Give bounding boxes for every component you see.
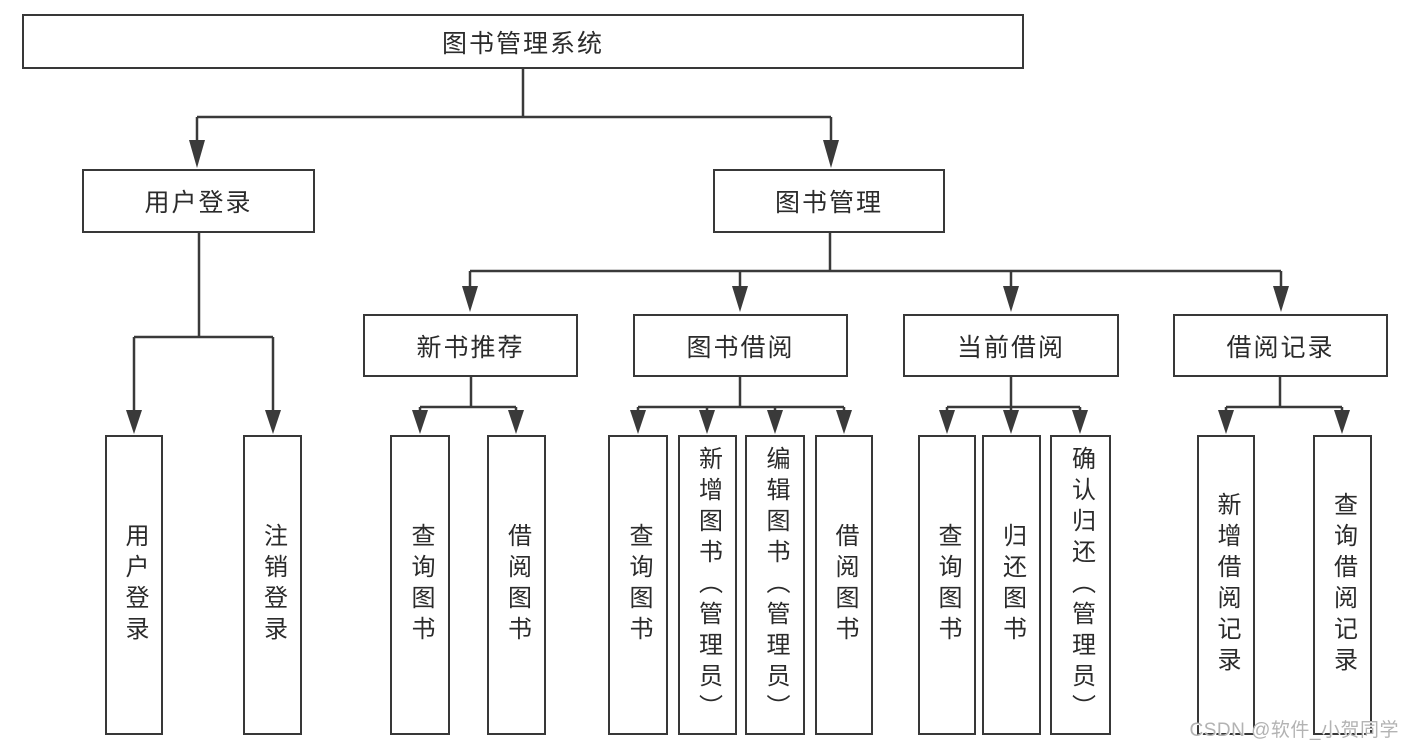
node-label: 图书管理系统 [441,29,604,58]
leaf-user-login: 用户登录 [105,435,163,735]
leaf-label: 新增图书（管理员） [694,445,722,725]
node-label: 用户登录 [144,189,253,217]
leaf-borrow-books-recommend: 借阅图书 [487,435,546,735]
leaf-add-borrow-record: 新增借阅记录 [1197,435,1255,735]
arrowhead-icons [126,140,1350,434]
leaf-label: 借阅图书 [831,523,858,647]
leaf-search-books-borrowing: 查询图书 [608,435,668,735]
leaf-label: 用户登录 [121,523,148,647]
leaf-label: 新增借阅记录 [1213,492,1240,678]
leaf-label: 查询图书 [625,523,652,647]
leaf-borrow-books-borrowing: 借阅图书 [815,435,873,735]
leaf-edit-book-admin: 编辑图书（管理员） [745,435,805,735]
leaf-label: 查询借阅记录 [1329,492,1357,678]
node-label: 图书管理 [774,189,883,217]
node-current-borrowing: 当前借阅 [903,314,1119,377]
node-new-book-recommendation: 新书推荐 [363,314,578,377]
leaf-label: 借阅图书 [503,523,531,647]
leaf-search-books-recommend: 查询图书 [390,435,450,735]
node-label: 当前借阅 [956,333,1065,362]
leaf-logout-login: 注销登录 [243,435,302,735]
leaf-label: 确认归还（管理员） [1067,445,1095,725]
node-book-borrowing: 图书借阅 [633,314,848,377]
node-user-login: 用户登录 [82,169,315,233]
leaf-label: 编辑图书（管理员） [762,445,789,725]
leaf-label: 注销登录 [259,523,287,647]
leaf-add-book-admin: 新增图书（管理员） [678,435,737,735]
node-label: 借阅记录 [1226,333,1335,362]
leaf-confirm-return-admin: 确认归还（管理员） [1050,435,1111,735]
leaf-label: 查询图书 [407,523,434,647]
leaf-return-books: 归还图书 [982,435,1041,735]
node-library-management-system: 图书管理系统 [22,14,1024,69]
node-label: 新书推荐 [416,333,525,362]
node-book-management: 图书管理 [713,169,945,233]
node-borrowing-records: 借阅记录 [1173,314,1388,377]
leaf-label: 归还图书 [998,523,1026,647]
leaf-search-borrow-record: 查询借阅记录 [1313,435,1372,735]
connector-edges [132,69,1344,412]
leaf-label: 查询图书 [934,523,961,647]
leaf-search-books-current: 查询图书 [918,435,976,735]
csdn-watermark: CSDN @软件_小贺同学 [1189,720,1399,741]
node-label: 图书借阅 [686,333,795,362]
